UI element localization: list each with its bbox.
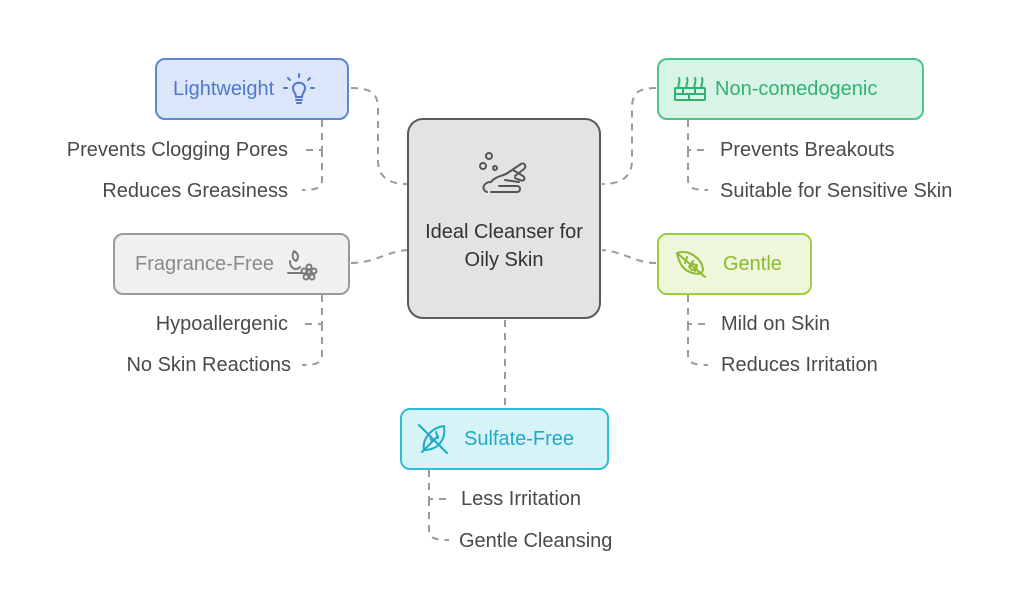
skin-pores-icon	[674, 77, 706, 101]
connector-gentle	[601, 249, 657, 264]
lightbulb-icon	[283, 73, 316, 104]
detail-mild-on-skin: Mild on Skin	[721, 313, 830, 335]
detail-prevents-clogging-pores: Prevents Clogging Pores	[66, 139, 288, 161]
node-sulfate-free: Sulfate-Free	[400, 408, 609, 470]
no-leaf-icon	[418, 424, 448, 454]
connector-non-comedogenic-detail-2	[687, 150, 709, 191]
node-fragrance-free: Fragrance-Free	[113, 233, 350, 295]
node-non-comedogenic: Non-comedogenic	[657, 58, 924, 120]
detail-hypoallergenic: Hypoallergenic	[155, 313, 288, 335]
node-gentle: Gentle	[657, 233, 812, 295]
node-label: Gentle	[723, 252, 782, 275]
connector-gentle-detail-1	[687, 295, 708, 325]
connector-sulfate-free-detail-1	[428, 470, 449, 500]
detail-reduces-irritation: Reduces Irritation	[721, 354, 878, 376]
detail-reduces-greasiness: Reduces Greasiness	[102, 180, 288, 202]
connector-non-comedogenic	[601, 87, 657, 185]
detail-gentle-cleansing: Gentle Cleansing	[459, 530, 613, 552]
node-label: Sulfate-Free	[464, 427, 575, 450]
detail-less-irritation: Less Irritation	[461, 488, 582, 510]
feather-icon	[676, 251, 706, 278]
connector-fragrance-free-detail-1	[302, 295, 323, 325]
node-lightweight: Lightweight	[155, 58, 349, 120]
connector-gentle-detail-2	[687, 324, 709, 366]
center-node: Ideal Cleanser for Oily Skin	[407, 118, 601, 319]
node-label: Lightweight	[173, 77, 275, 100]
connector-lightweight-detail-2	[301, 150, 323, 191]
connector-lightweight-detail-1	[302, 120, 323, 151]
connector-sulfate-free-detail-2	[428, 499, 450, 541]
detail-prevents-breakouts: Prevents Breakouts	[720, 139, 895, 161]
hand-washing-icon	[479, 152, 527, 193]
detail-no-skin-reactions: No Skin Reactions	[126, 354, 291, 376]
detail-suitable-for-sensitive-skin: Suitable for Sensitive Skin	[720, 180, 953, 202]
node-label: Fragrance-Free	[135, 252, 274, 275]
center-title: Ideal Cleanser for Oily Skin	[425, 221, 583, 271]
connector-fragrance-free	[350, 249, 408, 264]
fragrance-free-icon	[286, 250, 318, 281]
connector-non-comedogenic-detail-1	[687, 120, 708, 151]
connector-lightweight	[350, 87, 408, 185]
connector-fragrance-free-detail-2	[301, 324, 323, 366]
node-label: Non-comedogenic	[715, 77, 878, 100]
